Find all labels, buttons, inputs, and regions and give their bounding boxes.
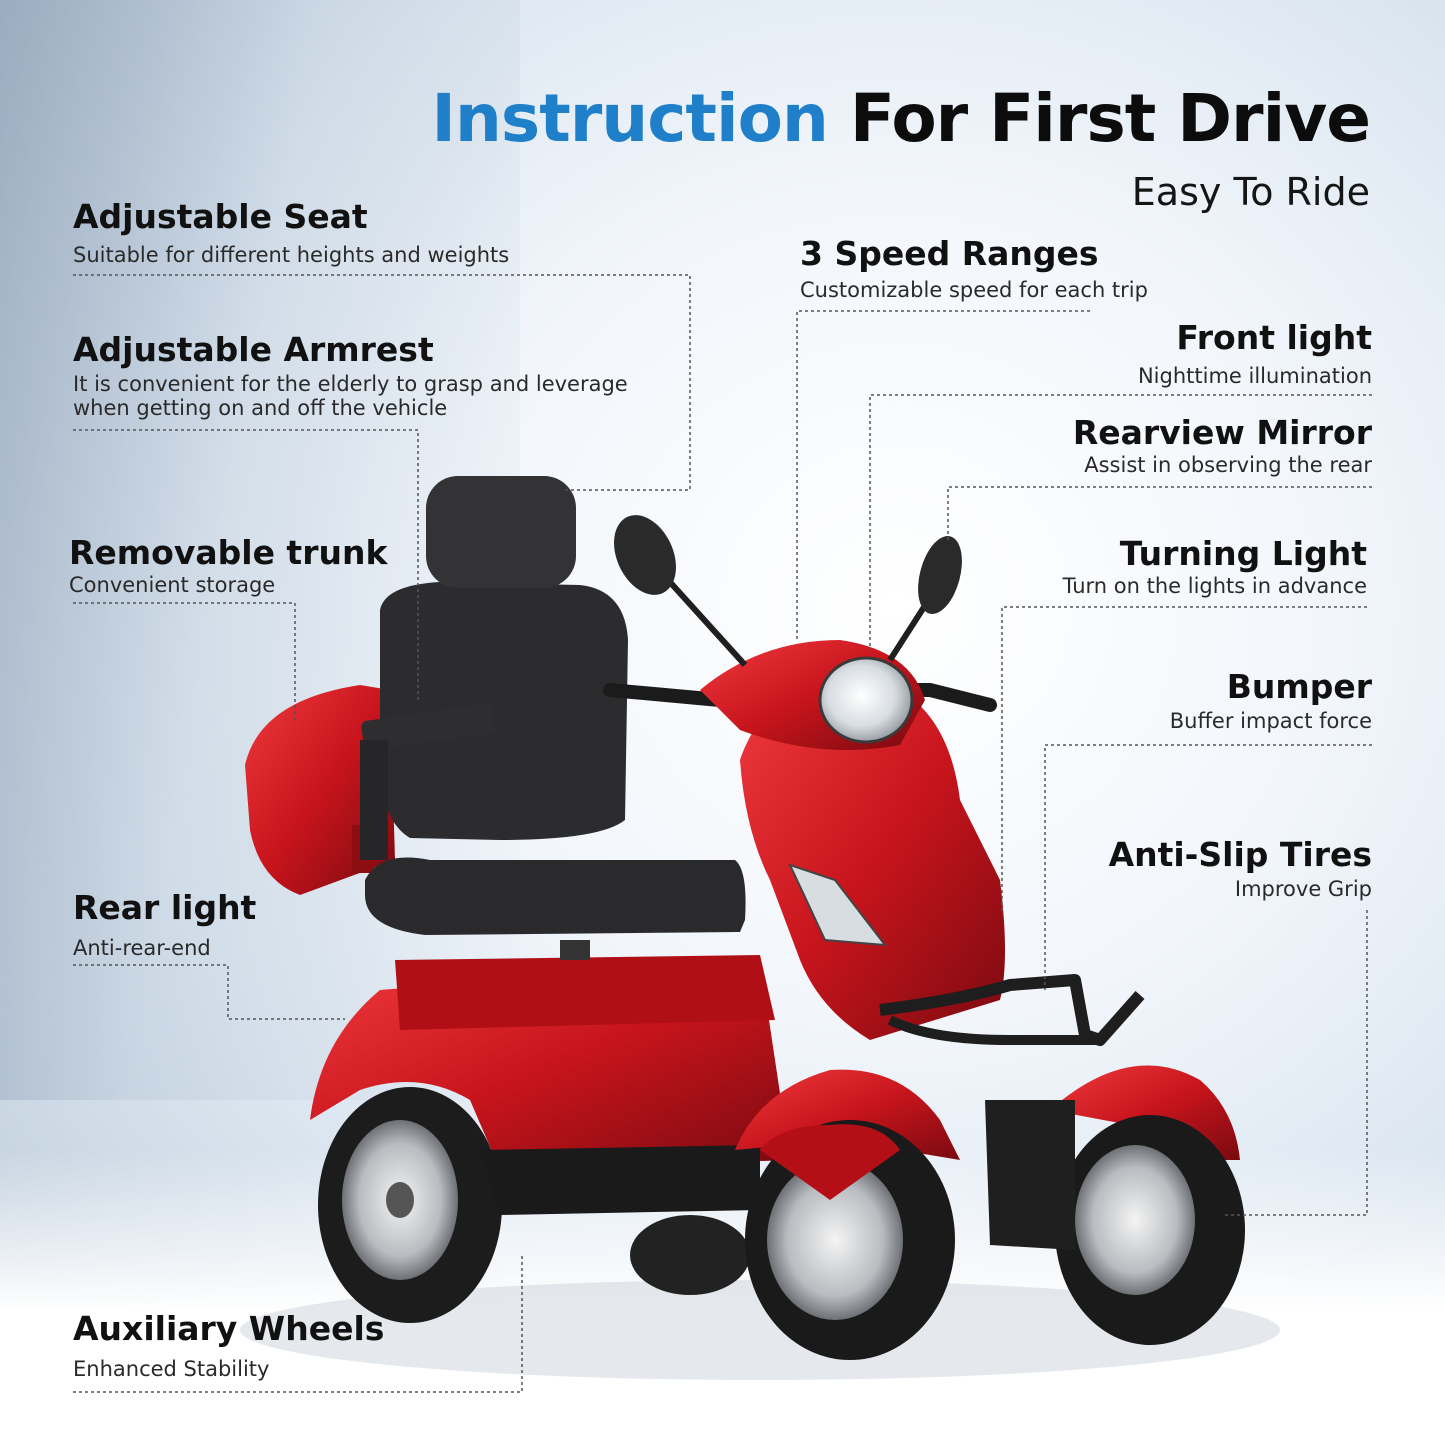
trunk-callout-line bbox=[73, 602, 296, 720]
feature-title: Rearview Mirror bbox=[1072, 413, 1372, 452]
feature-anti-slip-tires: Anti-Slip Tires Improve Grip bbox=[1109, 835, 1372, 901]
feature-title: Rear light bbox=[73, 888, 257, 927]
mirror-callout-line bbox=[947, 486, 1372, 540]
feature-desc: Improve Grip bbox=[1234, 877, 1372, 901]
turning-light-callout-line bbox=[1001, 606, 1367, 915]
feature-speed-ranges: 3 Speed Ranges Customizable speed for ea… bbox=[800, 234, 1148, 302]
feature-adjustable-armrest: Adjustable Armrest It is convenient for … bbox=[73, 330, 628, 420]
feature-title: Anti-Slip Tires bbox=[1108, 835, 1372, 874]
armrest-callout-line bbox=[73, 429, 419, 700]
feature-adjustable-seat: Adjustable Seat Suitable for different h… bbox=[73, 197, 509, 267]
feature-bumper: Bumper Buffer impact force bbox=[1170, 667, 1372, 733]
feature-removable-trunk: Removable trunk Convenient storage bbox=[69, 533, 387, 597]
feature-title: Adjustable Seat bbox=[73, 197, 368, 236]
feature-rearview-mirror: Rearview Mirror Assist in observing the … bbox=[1073, 413, 1372, 477]
feature-desc: Assist in observing the rear bbox=[1084, 453, 1372, 477]
feature-auxiliary-wheels: Auxiliary Wheels Enhanced Stability bbox=[73, 1309, 384, 1381]
feature-desc: Anti-rear-end bbox=[73, 936, 211, 960]
feature-desc-line-1: It is convenient for the elderly to gras… bbox=[73, 372, 628, 396]
feature-desc: Nighttime illumination bbox=[1137, 364, 1372, 388]
feature-title: Removable trunk bbox=[69, 533, 388, 572]
feature-title: Auxiliary Wheels bbox=[73, 1309, 385, 1348]
rear-light-callout-line bbox=[73, 964, 345, 1020]
front-light-callout-line bbox=[869, 394, 1372, 650]
tires-callout-line bbox=[1225, 910, 1368, 1216]
rear-wheel bbox=[318, 1087, 502, 1323]
page-title: Instruction For First Drive bbox=[431, 80, 1371, 157]
feature-desc: Suitable for different heights and weigh… bbox=[73, 243, 510, 267]
aux-wheels-callout-line bbox=[73, 1255, 523, 1393]
bumper-callout-line bbox=[1044, 744, 1372, 990]
feature-title: Adjustable Armrest bbox=[73, 330, 434, 369]
feature-front-light: Front light Nighttime illumination bbox=[1138, 318, 1372, 388]
feature-title: Front light bbox=[1176, 318, 1372, 357]
seat-callout-line bbox=[73, 274, 691, 491]
feature-turning-light: Turning Light Turn on the lights in adva… bbox=[1063, 534, 1367, 598]
feature-desc: Enhanced Stability bbox=[73, 1357, 270, 1381]
feature-desc: Turn on the lights in advance bbox=[1062, 574, 1367, 598]
front-wheel-left bbox=[745, 1120, 955, 1360]
title-rest: For First Drive bbox=[849, 80, 1371, 157]
speed-callout-line bbox=[796, 310, 1090, 640]
feature-rear-light: Rear light Anti-rear-end bbox=[73, 888, 256, 960]
title-highlight: Instruction bbox=[431, 80, 829, 157]
feature-desc: Convenient storage bbox=[69, 573, 276, 597]
front-wheel-right bbox=[1055, 1115, 1245, 1345]
feature-title: Bumper bbox=[1226, 667, 1372, 706]
feature-title: Turning Light bbox=[1119, 534, 1367, 573]
feature-desc-line-2: when getting on and off the vehicle bbox=[73, 396, 448, 420]
feature-desc: Customizable speed for each trip bbox=[800, 278, 1148, 302]
feature-desc: Buffer impact force bbox=[1169, 709, 1372, 733]
page-subtitle: Easy To Ride bbox=[1131, 170, 1370, 214]
feature-title: 3 Speed Ranges bbox=[800, 234, 1099, 273]
